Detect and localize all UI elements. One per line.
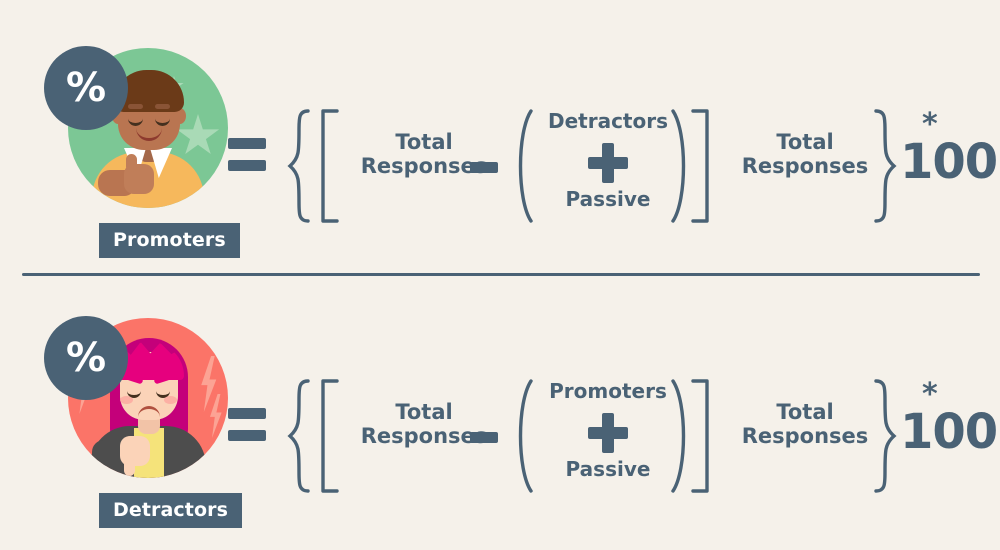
multiply-asterisk: *: [922, 107, 938, 142]
smiling-man-thumbs-up-avatar: [68, 48, 228, 208]
percent-badge: %: [44, 46, 128, 130]
detractors-formula: Total Responses Promoters Passive: [228, 288, 1000, 528]
promoters-nameplate: Promoters: [99, 223, 240, 258]
bracket-open-icon: [318, 378, 340, 494]
paren-open-icon: [510, 108, 536, 224]
detractors-nameplate: Detractors: [99, 493, 243, 528]
lightning-bolt-icon: [210, 394, 222, 438]
thumbs-up-icon: [126, 154, 137, 172]
percent-symbol: %: [65, 335, 107, 381]
bracket-close-icon: [690, 378, 712, 494]
plus-sign: [588, 143, 628, 183]
frowning-mouth-shape: [138, 406, 160, 421]
percent-symbol: %: [65, 65, 107, 111]
brace-open-icon: [286, 378, 312, 494]
eye-right-shape: [155, 114, 170, 126]
minus-sign: [470, 162, 498, 173]
group-bottom-label: Passive: [565, 457, 651, 481]
numerator-total-responses: Total Responses: [360, 130, 488, 179]
section-divider: [22, 273, 980, 276]
promoter-circle-backdrop: [68, 48, 228, 208]
paren-close-icon: [668, 378, 694, 494]
cheek-right-shape: [164, 396, 177, 404]
brace-close-icon: [872, 108, 898, 224]
eyebrow-left-shape: [128, 104, 143, 109]
multiplier-value: 100: [900, 134, 998, 190]
denominator-total-responses: Total Responses: [741, 130, 869, 179]
thumbs-down-icon: [124, 458, 135, 476]
eyebrow-right-shape: [155, 104, 170, 109]
promoters-formula: Total Responses Detractors Passive: [228, 18, 1000, 258]
paren-close-icon: [668, 108, 694, 224]
group-top-label: Detractors: [547, 109, 668, 133]
promoters-row: % Promoters Total Responses: [0, 18, 1000, 268]
paren-open-icon: [510, 378, 536, 494]
percent-badge: %: [44, 316, 128, 400]
smiling-mouth-shape: [136, 124, 162, 141]
minus-sign: [470, 432, 498, 443]
eye-left-shape: [127, 386, 141, 398]
brace-close-icon: [872, 378, 898, 494]
brace-open-icon: [286, 108, 312, 224]
denominator-total-responses: Total Responses: [741, 400, 869, 449]
numerator-total-responses: Total Responses: [360, 400, 488, 449]
cheek-left-shape: [120, 396, 133, 404]
eye-left-shape: [128, 114, 143, 126]
multiplier-value: 100: [900, 404, 998, 460]
equals-sign: [228, 138, 266, 172]
group-bottom-label: Passive: [565, 187, 651, 211]
detractors-persona: % Detractors: [18, 288, 243, 528]
bracket-close-icon: [690, 108, 712, 224]
group-top-label: Promoters: [549, 379, 667, 403]
plus-sign: [588, 413, 628, 453]
detractors-row: % Detractors Total Responses: [0, 288, 1000, 538]
eye-right-shape: [156, 386, 170, 398]
promoters-persona: % Promoters: [18, 18, 243, 258]
multiply-asterisk: *: [922, 377, 938, 412]
equals-sign: [228, 408, 266, 442]
bracket-open-icon: [318, 108, 340, 224]
